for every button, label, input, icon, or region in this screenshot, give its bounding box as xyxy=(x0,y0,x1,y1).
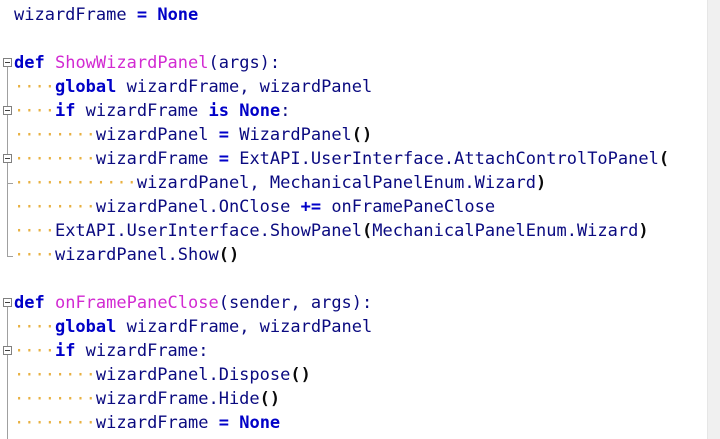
code-line[interactable]: ····global wizardFrame, wizardPanel xyxy=(14,75,669,99)
fold-guide-line xyxy=(7,355,8,439)
code-token: wizardFrame xyxy=(14,5,137,25)
code-token xyxy=(45,293,55,313)
code-token: = xyxy=(218,125,229,145)
indent-guide: ········ xyxy=(14,365,96,385)
code-token: ( xyxy=(658,149,670,169)
code-token: onFramePaneClose xyxy=(54,293,219,313)
code-token: ExtAPI.UserInterface.ShowPanel xyxy=(54,221,362,241)
fold-end-marker xyxy=(7,183,13,184)
indent-guide: ···· xyxy=(14,101,55,121)
indent-guide: ···· xyxy=(14,341,55,361)
code-token: wizardPanel, MechanicalPanelEnum.Wizard xyxy=(136,173,536,193)
code-token: wizardFrame xyxy=(95,413,219,433)
fold-guide-line xyxy=(7,115,8,257)
code-token: (sender, args): xyxy=(218,293,373,313)
code-token: () xyxy=(290,365,311,385)
code-token: WizardPanel xyxy=(228,125,352,145)
code-line[interactable]: ····wizardPanel.Show() xyxy=(14,243,669,267)
indent-guide: ········ xyxy=(14,149,96,169)
code-token: None xyxy=(157,5,199,25)
code-token: = xyxy=(218,413,229,433)
code-token: MechanicalPanelEnum.Wizard xyxy=(372,221,639,241)
code-line[interactable]: def onFramePaneClose(sender, args): xyxy=(14,291,669,315)
vertical-scrollbar[interactable] xyxy=(707,0,720,439)
code-line[interactable]: ····ExtAPI.UserInterface.ShowPanel(Mecha… xyxy=(14,219,669,243)
code-line[interactable]: ········wizardPanel = WizardPanel() xyxy=(14,123,669,147)
code-token: ExtAPI.UserInterface.AttachControlToPane… xyxy=(228,149,659,169)
code-token: if xyxy=(54,341,76,361)
fold-toggle-icon[interactable] xyxy=(3,154,12,163)
code-line[interactable]: ········wizardFrame.Hide() xyxy=(14,387,669,411)
code-token: global xyxy=(54,317,117,337)
code-token: : xyxy=(280,101,291,121)
code-token: (args): xyxy=(208,53,281,73)
code-token: wizardFrame: xyxy=(75,341,209,361)
code-token: ShowWizardPanel xyxy=(54,53,209,73)
code-line[interactable]: ····global wizardFrame, wizardPanel xyxy=(14,315,669,339)
indent-guide: ········ xyxy=(14,125,96,145)
fold-toggle-icon[interactable] xyxy=(3,58,12,67)
code-token xyxy=(45,53,55,73)
indent-guide: ········ xyxy=(14,413,96,433)
code-token: global xyxy=(54,77,117,97)
code-line[interactable]: ····if wizardFrame is None: xyxy=(14,99,669,123)
code-line[interactable]: ········wizardFrame = ExtAPI.UserInterfa… xyxy=(14,147,669,171)
code-line[interactable]: ············wizardPanel, MechanicalPanel… xyxy=(14,171,669,195)
indent-guide: ········ xyxy=(14,197,96,217)
code-token: wizardFrame xyxy=(95,149,219,169)
code-lines[interactable]: wizardFrame = None def ShowWizardPanel(a… xyxy=(14,3,669,435)
code-token: onFramePaneClose xyxy=(321,197,496,217)
code-token: wizardFrame.Hide xyxy=(95,389,260,409)
code-token: wizardFrame, wizardPanel xyxy=(116,317,373,337)
code-token: () xyxy=(259,389,281,409)
code-line[interactable]: ········wizardFrame = None xyxy=(14,411,669,435)
code-token: () xyxy=(351,125,373,145)
indent-guide: ···· xyxy=(14,245,55,265)
fold-guide-line xyxy=(7,307,8,347)
code-token: wizardPanel.OnClose xyxy=(95,197,301,217)
code-token: () xyxy=(218,245,240,265)
code-line[interactable] xyxy=(14,267,669,291)
fold-guide-line xyxy=(7,67,8,111)
code-token xyxy=(229,101,239,121)
code-line[interactable]: ····if wizardFrame: xyxy=(14,339,669,363)
indent-guide: ···· xyxy=(14,77,55,97)
code-token: wizardFrame xyxy=(75,101,209,121)
code-token: wizardPanel.Dispose xyxy=(95,365,291,385)
code-token: def xyxy=(14,53,45,73)
fold-toggle-icon[interactable] xyxy=(3,346,12,355)
code-token: ) xyxy=(638,221,649,241)
code-token: wizardPanel.Show xyxy=(54,245,219,265)
code-token: = xyxy=(136,5,148,25)
code-token: ( xyxy=(362,221,373,241)
code-line[interactable]: def ShowWizardPanel(args): xyxy=(14,51,669,75)
code-line[interactable] xyxy=(14,27,669,51)
code-token: wizardFrame, wizardPanel xyxy=(116,77,373,97)
code-token xyxy=(147,5,157,25)
code-token: None xyxy=(239,413,281,433)
code-line[interactable]: wizardFrame = None xyxy=(14,3,669,27)
indent-guide: ············ xyxy=(14,173,137,193)
code-line[interactable]: ········wizardPanel.OnClose += onFramePa… xyxy=(14,195,669,219)
code-token: ) xyxy=(536,173,547,193)
code-token: = xyxy=(218,149,229,169)
indent-guide: ········ xyxy=(14,389,96,409)
code-token: += xyxy=(300,197,322,217)
code-token: None xyxy=(239,101,281,121)
code-token xyxy=(229,413,239,433)
code-token: wizardPanel xyxy=(95,125,219,145)
fold-end-marker xyxy=(7,256,13,257)
indent-guide: ···· xyxy=(14,317,55,337)
fold-toggle-icon[interactable] xyxy=(3,106,12,115)
code-line[interactable]: ········wizardPanel.Dispose() xyxy=(14,363,669,387)
fold-gutter xyxy=(0,0,14,439)
fold-toggle-icon[interactable] xyxy=(3,298,12,307)
code-token: is xyxy=(208,101,229,121)
indent-guide: ···· xyxy=(14,221,55,241)
code-token: if xyxy=(54,101,76,121)
code-token: def xyxy=(14,293,45,313)
